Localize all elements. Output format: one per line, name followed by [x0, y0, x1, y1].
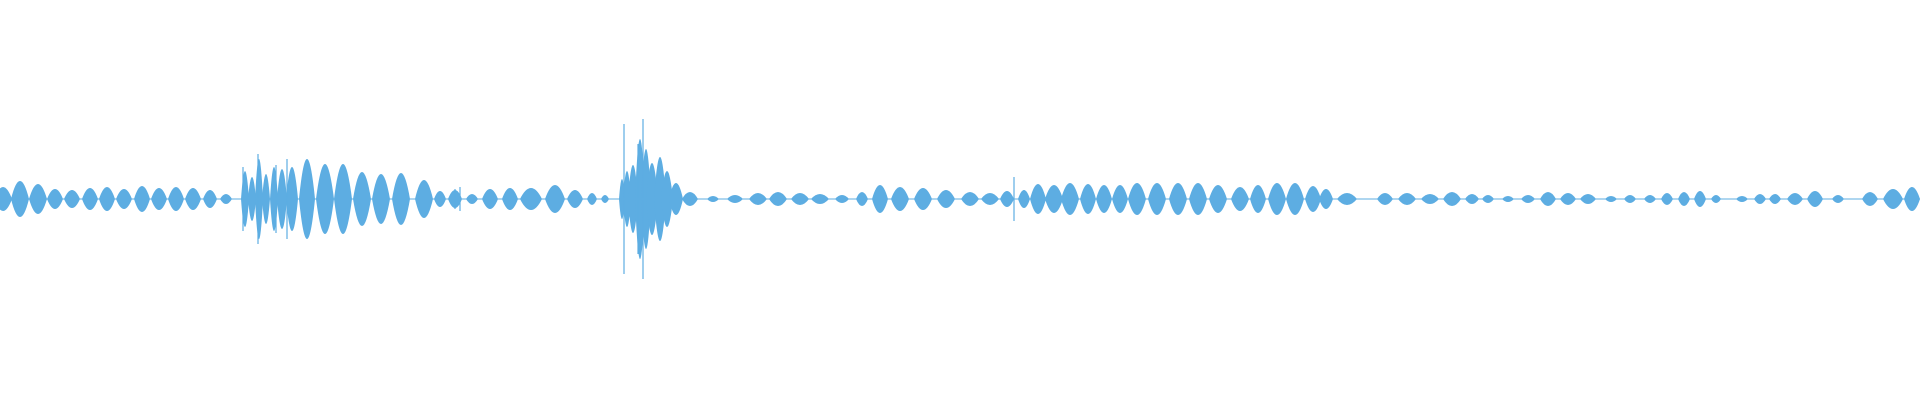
waveform-bursts [0, 119, 1920, 279]
